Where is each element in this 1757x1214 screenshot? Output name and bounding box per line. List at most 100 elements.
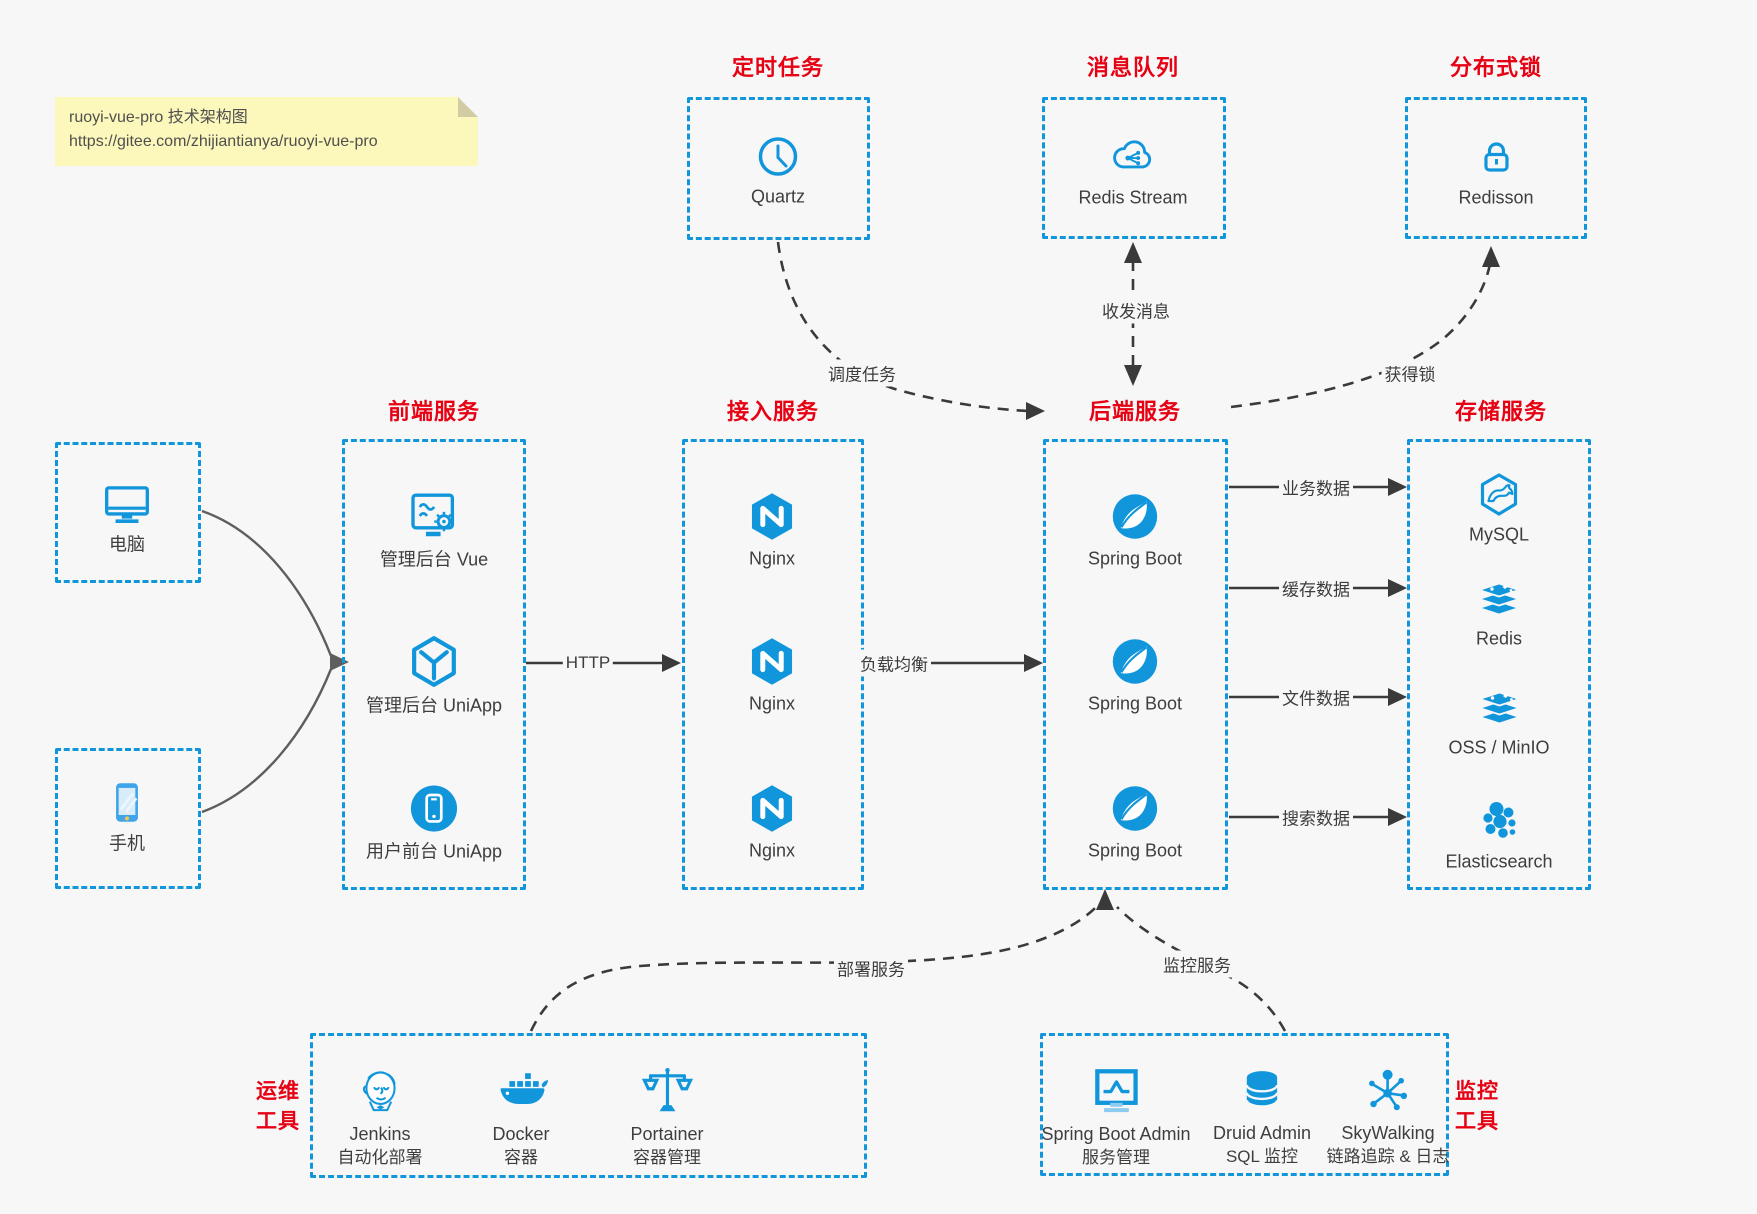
group-title-scheduler: 定时任务 xyxy=(731,55,825,80)
node-mysql: MySQL xyxy=(1469,471,1529,546)
group-title-monitor: 监控 工具 xyxy=(1455,1077,1499,1137)
jenkins-icon xyxy=(353,1064,407,1118)
node-sublabel: 自动化部署 xyxy=(337,1148,423,1167)
monitor-title-line1: 监控 xyxy=(1455,1080,1499,1103)
node-label: Spring Boot xyxy=(1087,693,1183,714)
nginx-icon xyxy=(746,491,798,543)
edge-label-business-data: 业务数据 xyxy=(1279,473,1353,501)
clock-icon xyxy=(754,133,802,181)
node-sublabel: 容器 xyxy=(503,1148,538,1167)
node-redis-stream: Redis Stream xyxy=(1078,132,1188,209)
nginx-icon xyxy=(746,783,798,835)
spring-icon xyxy=(1109,491,1161,543)
node-admin-uniapp: 管理后台 UniApp xyxy=(366,634,502,717)
network-nodes-icon xyxy=(1362,1065,1414,1117)
group-title-frontend: 前端服务 xyxy=(387,399,481,424)
group-title-gateway: 接入服务 xyxy=(726,399,820,424)
desktop-icon xyxy=(102,479,152,529)
edge-label-send-receive-msg: 收发消息 xyxy=(1099,296,1173,324)
acquire-lock-arrow xyxy=(1230,263,1492,409)
node-user-uniapp: 用户前台 UniApp xyxy=(366,782,502,863)
edge-label-deploy-service: 部署服务 xyxy=(834,954,908,982)
group-title-backend: 后端服务 xyxy=(1088,399,1182,424)
node-label: 电脑 xyxy=(109,534,145,555)
node-skywalking: SkyWalking 链路追踪 & 日志 xyxy=(1326,1065,1450,1167)
group-title-storage: 存储服务 xyxy=(1454,399,1548,424)
edge-label-monitor-service: 监控服务 xyxy=(1160,950,1234,978)
node-label: SkyWalking xyxy=(1341,1123,1435,1143)
mysql-icon xyxy=(1475,471,1523,519)
frontend-arrowhead xyxy=(330,653,349,671)
phone-circle-icon xyxy=(407,782,461,836)
spring-icon xyxy=(1109,783,1161,835)
node-nginx-2: Nginx xyxy=(746,636,798,715)
mq-box xyxy=(1042,97,1226,239)
storage-box xyxy=(1407,439,1591,890)
oss-stack-icon xyxy=(1475,684,1523,732)
edge-label-acquire-lock: 获得锁 xyxy=(1381,359,1439,387)
node-label: Redis xyxy=(1475,628,1523,649)
node-label: Spring Boot xyxy=(1087,840,1183,861)
node-pc: 电脑 xyxy=(102,479,152,556)
node-label: Jenkins xyxy=(349,1124,411,1144)
cloud-stream-icon xyxy=(1108,132,1158,182)
node-label: OSS / MinIO xyxy=(1448,737,1550,758)
node-label: 管理后台 Vue xyxy=(379,549,489,570)
node-nginx-3: Nginx xyxy=(746,783,798,862)
ops-title-line1: 运维 xyxy=(256,1080,300,1103)
node-label: 管理后台 UniApp xyxy=(365,695,503,716)
lock-icon xyxy=(1472,134,1520,182)
nginx-icon xyxy=(746,636,798,688)
edge-label-cache-data: 缓存数据 xyxy=(1279,574,1353,602)
node-springboot-admin: Spring Boot Admin 服务管理 xyxy=(1041,1064,1191,1168)
node-springboot-2: Spring Boot xyxy=(1088,636,1182,715)
node-quartz: Quartz xyxy=(751,133,805,208)
node-admin-vue: 管理后台 Vue xyxy=(380,490,488,571)
node-label: Nginx xyxy=(748,548,796,569)
node-springboot-1: Spring Boot xyxy=(1088,491,1182,570)
database-icon xyxy=(1236,1065,1288,1117)
node-label: Druid Admin xyxy=(1212,1123,1312,1143)
node-label: MySQL xyxy=(1468,524,1530,545)
node-sublabel: 服务管理 xyxy=(1082,1148,1150,1167)
node-redis: Redis xyxy=(1475,575,1523,650)
node-jenkins: Jenkins 自动化部署 xyxy=(338,1064,423,1168)
node-label: Spring Boot Admin xyxy=(1041,1124,1191,1144)
node-portainer: Portainer 容器管理 xyxy=(630,1064,704,1168)
node-redisson: Redisson xyxy=(1458,134,1534,209)
node-label: Nginx xyxy=(748,693,796,714)
node-label: Quartz xyxy=(750,186,806,207)
edge-label-file-data: 文件数据 xyxy=(1279,683,1353,711)
frontend-box xyxy=(342,439,526,890)
node-docker: Docker 容器 xyxy=(492,1064,550,1168)
node-label: Spring Boot xyxy=(1087,548,1183,569)
docker-whale-icon xyxy=(494,1064,548,1118)
group-title-lock: 分布式锁 xyxy=(1449,55,1543,80)
node-label: 手机 xyxy=(109,833,145,854)
node-sublabel: 容器管理 xyxy=(632,1148,701,1167)
node-springboot-3: Spring Boot xyxy=(1088,783,1182,862)
edge-label-search-data: 搜索数据 xyxy=(1279,803,1353,831)
node-label: Nginx xyxy=(748,840,796,861)
node-label: Elasticsearch xyxy=(1445,851,1553,872)
ops-box xyxy=(310,1033,867,1178)
monitor-pulse-icon xyxy=(1089,1064,1143,1118)
node-label: Redisson xyxy=(1458,187,1534,208)
edge-label-schedule-task: 调度任务 xyxy=(825,359,899,387)
sticky-note: ruoyi-vue-pro 技术架构图 https://gitee.com/zh… xyxy=(55,97,478,166)
node-mobile: 手机 xyxy=(102,778,152,855)
node-oss-minio: OSS / MinIO xyxy=(1448,684,1550,759)
note-title: ruoyi-vue-pro 技术架构图 xyxy=(69,109,248,126)
scales-icon xyxy=(640,1064,694,1118)
elasticsearch-icon xyxy=(1475,798,1523,846)
uniapp-cube-icon xyxy=(406,634,462,690)
node-sublabel: 链路追踪 & 日志 xyxy=(1326,1147,1450,1166)
group-title-mq: 消息队列 xyxy=(1086,55,1180,80)
node-nginx-1: Nginx xyxy=(746,491,798,570)
schedule-task-arrow xyxy=(776,241,1029,413)
node-elasticsearch: Elasticsearch xyxy=(1445,798,1553,873)
node-label: Redis Stream xyxy=(1078,187,1188,208)
backend-box xyxy=(1043,439,1228,890)
node-label: 用户前台 UniApp xyxy=(365,841,503,862)
